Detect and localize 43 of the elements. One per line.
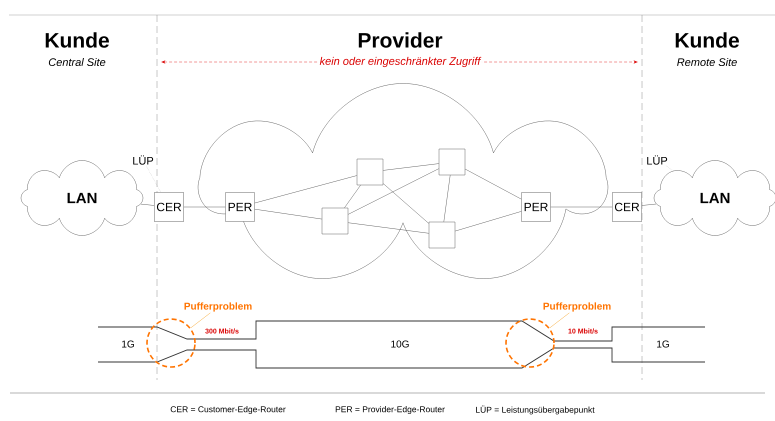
link-line [344,185,361,208]
callout-label: Pufferproblem [184,302,252,312]
router-box: CER [154,192,184,222]
subheading: Remote Site [677,58,737,66]
access-note: kein oder eingeschränkter Zugriff [318,55,482,69]
bandwidth-label: 1G [657,340,669,348]
link-line [254,208,322,220]
link-line [348,222,429,234]
link-line [444,175,450,222]
legend-text: LÜP = Leistungsübergabepunkt [476,406,595,414]
router-box [438,148,466,176]
router-box [428,222,456,248]
link-line [642,204,656,206]
link-line [383,163,439,171]
legend-text: PER = Provider-Edge-Router [336,406,445,414]
link-line [383,183,429,224]
link-line [550,206,612,208]
heading: Kunde [676,32,739,48]
router-box: PER [521,192,551,222]
leader-line [666,166,674,171]
link-line [184,206,226,208]
leader-line [190,312,211,328]
link-line [254,175,357,204]
callout-label: Pufferproblem [544,302,611,312]
leader-line [146,166,162,192]
heading: Provider [358,32,442,48]
bandwidth-label: 1G [122,340,134,348]
link-line [348,168,439,215]
link-line [455,211,522,232]
subheading: Central Site [48,58,106,66]
router-box [356,158,384,186]
router-box: PER [225,192,255,222]
link-line [140,204,154,206]
legend-text: CER = Customer-Edge-Router [170,406,286,414]
router-box [322,208,348,234]
leader-line [550,312,570,328]
router-box: CER [612,192,642,222]
dashed-circle [146,318,196,368]
provider-cloud [198,83,608,279]
link-line [465,168,522,200]
heading: Kunde [46,32,109,48]
bandwidth-label: 10G [391,340,409,348]
dashed-circle [505,318,555,368]
